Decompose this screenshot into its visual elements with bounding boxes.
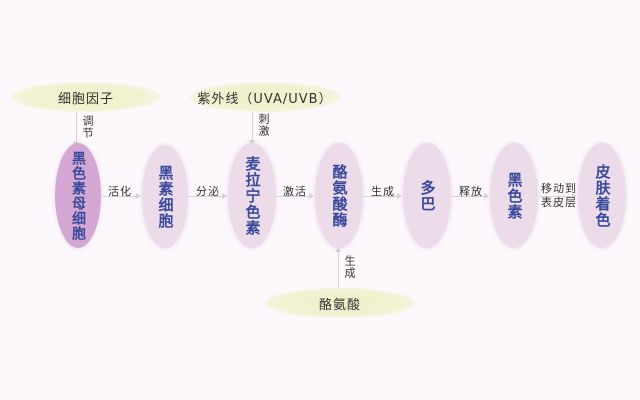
- node-melanocyte: 黑素细胞: [142, 145, 188, 248]
- arrow-regulate: [73, 112, 79, 147]
- arrow-move-to-epidermis: [539, 193, 577, 199]
- node-skin-pigmentation: 皮肤着色: [578, 143, 626, 248]
- input-cytokine-label: 细胞因子: [57, 91, 114, 107]
- label-move-line2: 表皮层: [541, 196, 577, 209]
- arrow-stimulate: [249, 112, 255, 145]
- node-tyrosinase-label: 酪氨酸酶: [330, 163, 349, 228]
- label-generate2: 生成: [371, 185, 395, 198]
- label-secrete: 分泌: [196, 185, 220, 198]
- label-move-line1: 移动到: [541, 182, 577, 195]
- node-melanoblast: 黑色素母细胞: [55, 143, 101, 248]
- node-melanin: 黑色素: [490, 143, 538, 248]
- node-tyrosinase: 酪氨酸酶: [315, 143, 363, 248]
- node-melanin-pigment: 麦拉宁色素: [228, 143, 276, 248]
- node-dopa: 多巴: [403, 143, 451, 248]
- arrow-secrete: [189, 193, 227, 199]
- arrow-release: [452, 193, 489, 199]
- node-skin-pigmentation-label: 皮肤着色: [593, 163, 612, 228]
- label-activate2: 激活: [283, 185, 307, 198]
- arrow-activate2: [277, 193, 314, 199]
- arrow-activate: [102, 193, 141, 199]
- input-cytokine: 细胞因子: [12, 82, 160, 112]
- input-uv: 紫外线（UVA/UVB）: [190, 82, 340, 112]
- node-melanin-pigment-label: 麦拉宁色素: [243, 155, 262, 236]
- label-regulate: 调节: [81, 115, 94, 139]
- label-stimulate: 刺激: [257, 113, 270, 137]
- arrow-generate2: [364, 193, 402, 199]
- node-dopa-label: 多巴: [418, 179, 437, 212]
- label-move-to-epidermis: 移动到 表皮层: [541, 182, 577, 210]
- label-activate: 活化: [108, 185, 132, 198]
- input-tyrosine: 酪氨酸: [265, 288, 415, 318]
- node-melanin-label: 黑色素: [505, 171, 524, 220]
- label-release: 释放: [459, 185, 483, 198]
- label-generate: 生成: [343, 255, 356, 279]
- node-melanoblast-line1: 黑色素母细胞: [70, 150, 86, 241]
- node-melanocyte-label: 黑素细胞: [156, 164, 175, 229]
- input-uv-label: 紫外线（UVA/UVB）: [197, 91, 333, 107]
- arrow-generate: [335, 247, 341, 288]
- input-tyrosine-label: 酪氨酸: [318, 297, 361, 313]
